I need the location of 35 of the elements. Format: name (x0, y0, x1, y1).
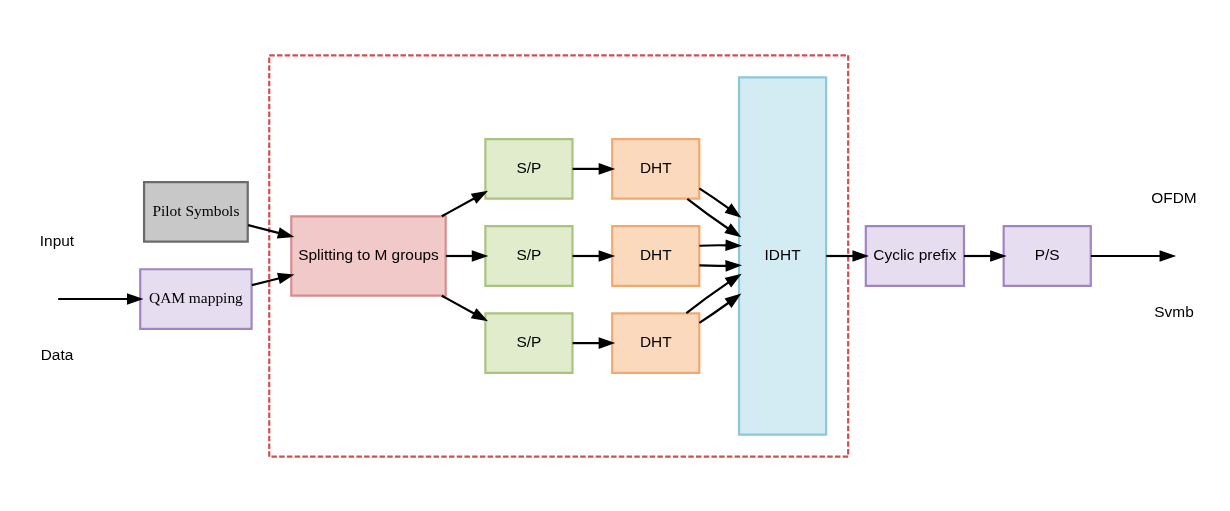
arrow (686, 197, 741, 237)
node-box: IDHT (737, 75, 827, 436)
label: OFDM (1150, 188, 1197, 206)
arrow (963, 249, 1007, 262)
arrow (572, 249, 615, 262)
arrow (572, 336, 615, 349)
arrow (685, 273, 742, 314)
node-box: Splitting to M groups (289, 214, 447, 297)
arrow (698, 292, 741, 324)
node-box: DHT (610, 311, 700, 374)
arrow (698, 238, 742, 251)
arrow (440, 294, 488, 321)
label: Input (39, 231, 74, 249)
label: Svmb (1153, 302, 1194, 320)
node-box: P/S (1002, 224, 1092, 287)
arrow (251, 272, 294, 286)
cluster (267, 53, 849, 458)
arrow (1090, 249, 1176, 262)
node-box: DHT (610, 137, 700, 200)
arrow (57, 292, 144, 305)
node-box: QAM mapping (138, 267, 253, 330)
node-box: Cyclic prefix (864, 224, 965, 287)
node-box: S/P (483, 224, 574, 287)
node-box: Pilot Symbols (142, 180, 249, 243)
label: Data (40, 345, 73, 363)
arrow (445, 249, 488, 262)
node-box: S/P (483, 311, 574, 374)
arrow (825, 249, 869, 262)
node-box: S/P (483, 137, 574, 200)
arrow (572, 162, 615, 175)
arrow (698, 186, 741, 218)
arrow (440, 190, 488, 217)
node-box: DHT (610, 224, 700, 287)
arrow (247, 223, 294, 239)
arrow (698, 259, 742, 272)
